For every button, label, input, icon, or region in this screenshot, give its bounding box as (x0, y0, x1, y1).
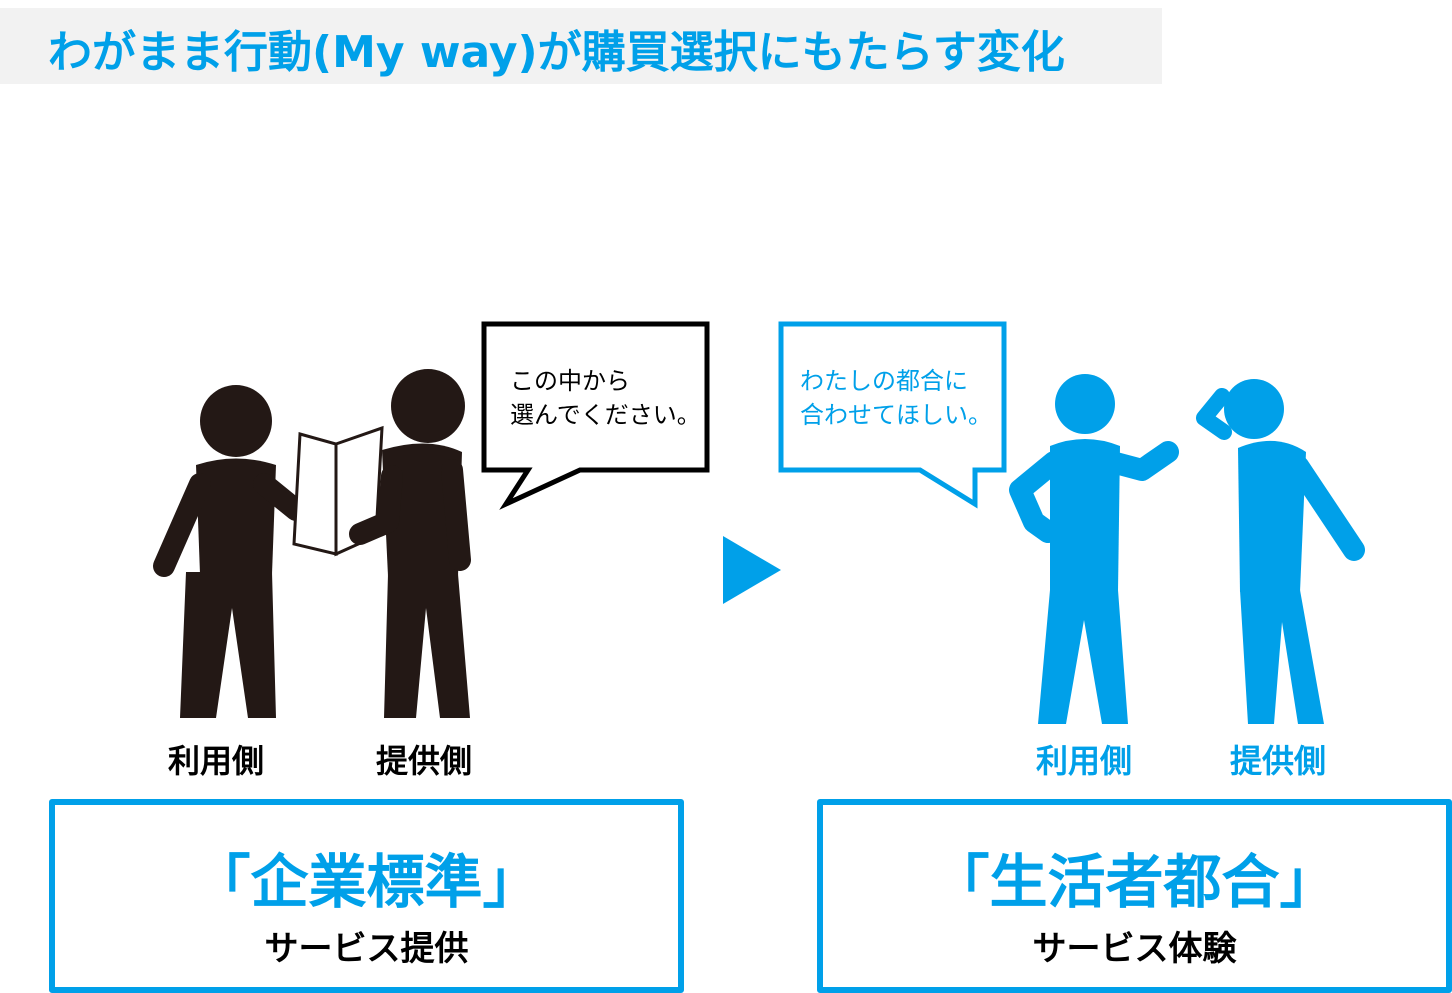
right-concept-box: 「生活者都合」 サービス体験 (817, 799, 1452, 993)
right-user-label: 利用側 (1036, 742, 1133, 780)
left-user-label: 利用側 (168, 742, 265, 780)
right-provider-label: 提供側 (1230, 742, 1327, 780)
left-provider-figure-icon (349, 369, 471, 718)
title-banner (0, 8, 1162, 84)
right-bubble-text: わたしの都合に 合わせてほしい。 (800, 364, 992, 432)
left-box-sub-label: サービス提供 (264, 929, 469, 969)
right-provider-figure-icon (1196, 379, 1365, 724)
left-speech-bubble-icon (481, 321, 710, 510)
left-bubble-line-1: この中から (510, 367, 630, 395)
right-box-main-label: 「生活者都合」 (931, 848, 1338, 916)
left-provider-label: 提供側 (376, 742, 473, 780)
page-title: わがまま行動(My way)が購買選択にもたらす変化 (48, 27, 1065, 78)
left-bubble-text: この中から 選んでください。 (510, 364, 701, 432)
left-user-figure-icon (153, 385, 331, 718)
left-concept-box: 「企業標準」 サービス提供 (49, 799, 684, 993)
right-bubble-line-1: わたしの都合に (800, 367, 968, 395)
right-speech-bubble-icon (778, 321, 1007, 509)
arrow-right-icon (723, 536, 781, 604)
right-bubble-line-2: 合わせてほしい。 (800, 401, 992, 429)
right-user-figure-icon (1009, 374, 1179, 724)
right-box-sub-label: サービス体験 (1032, 929, 1237, 969)
left-box-main-label: 「企業標準」 (192, 848, 541, 916)
left-bubble-line-2: 選んでください。 (510, 401, 701, 429)
